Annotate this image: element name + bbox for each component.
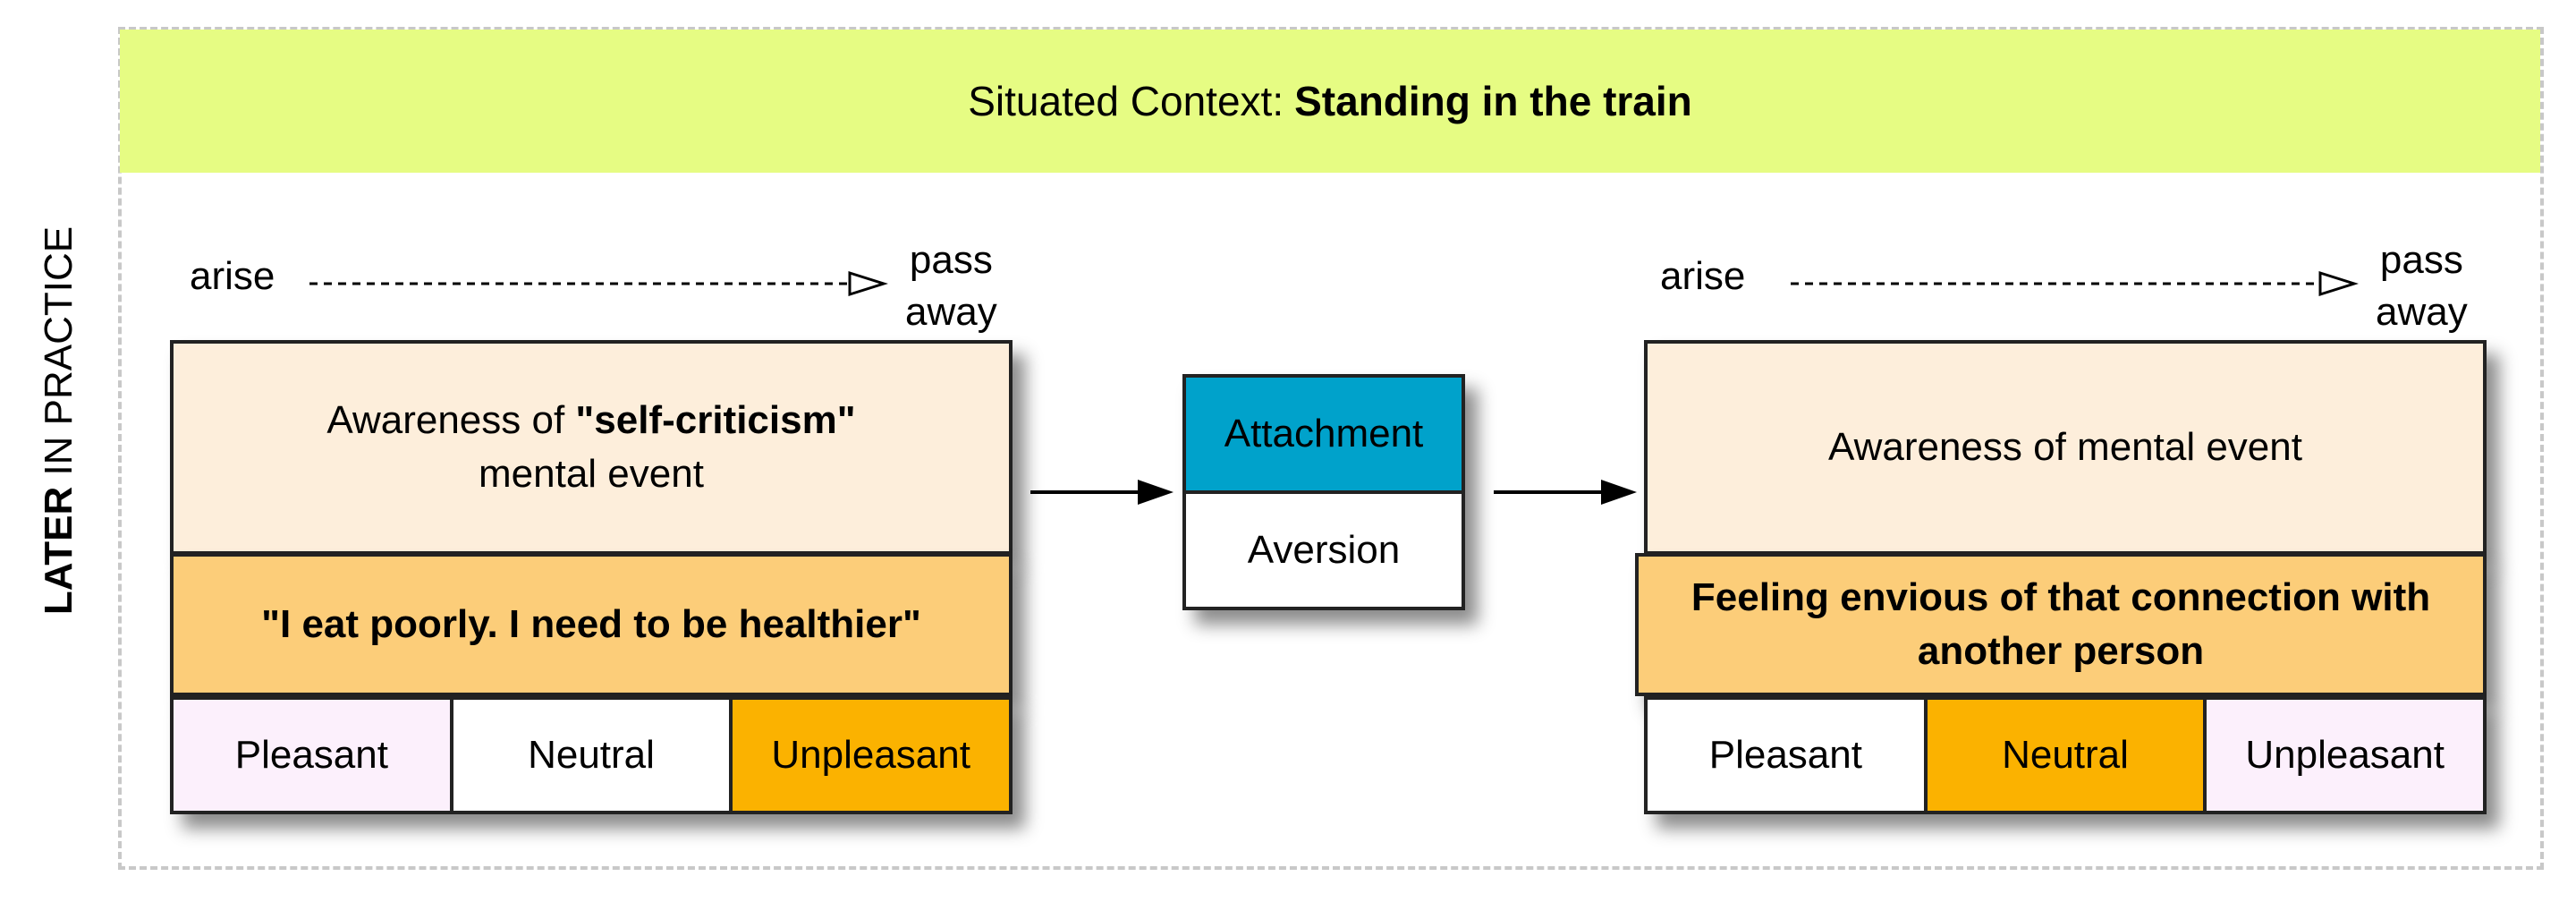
context-value: Standing in the train [1294, 78, 1692, 124]
pass-away-label: pass away [905, 238, 997, 334]
left-mental-event-panel: Awareness of "self-criticism" mental eve… [170, 340, 1013, 814]
arise-label: arise [190, 254, 275, 298]
feeling-neutral: Neutral [449, 696, 733, 814]
situated-context-bar: Situated Context: Standing in the train [120, 30, 2540, 173]
pass-away-label: pass away [2376, 238, 2468, 334]
thought-box: Feeling envious of that connection with … [1635, 553, 2487, 696]
feeling-pleasant: Pleasant [170, 696, 453, 814]
reaction-attachment: Attachment [1182, 374, 1465, 494]
feeling-unpleasant: Unpleasant [729, 696, 1013, 814]
timeline-arrow [1791, 270, 2359, 297]
context-label: Situated Context: [968, 78, 1284, 124]
timeline-left: arise pass away [190, 234, 1030, 334]
right-mental-event-panel: Awareness of mental event Feeling enviou… [1635, 340, 2487, 814]
feeling-tone-row: Pleasant Neutral Unpleasant [170, 696, 1013, 814]
reaction-aversion: Aversion [1182, 490, 1465, 610]
awareness-box: Awareness of mental event [1644, 340, 2487, 555]
arrow-to-right-panel [1494, 480, 1637, 505]
outer-frame [118, 27, 2544, 870]
timeline-right: arise pass away [1660, 234, 2501, 334]
side-label-bold: LATER [37, 486, 80, 616]
feeling-tone-row: Pleasant Neutral Unpleasant [1644, 696, 2487, 814]
timeline-arrow [309, 270, 888, 297]
side-label-rest: IN PRACTICE [37, 226, 80, 487]
reaction-box: Attachment Aversion [1182, 374, 1465, 610]
arrow-to-reaction [1030, 480, 1174, 505]
awareness-box: Awareness of "self-criticism" mental eve… [170, 340, 1013, 555]
feeling-neutral: Neutral [1923, 696, 2207, 814]
feeling-pleasant: Pleasant [1644, 696, 1928, 814]
thought-box: "I eat poorly. I need to be healthier" [170, 553, 1013, 696]
arise-label: arise [1660, 254, 1746, 298]
feeling-unpleasant: Unpleasant [2203, 696, 2487, 814]
